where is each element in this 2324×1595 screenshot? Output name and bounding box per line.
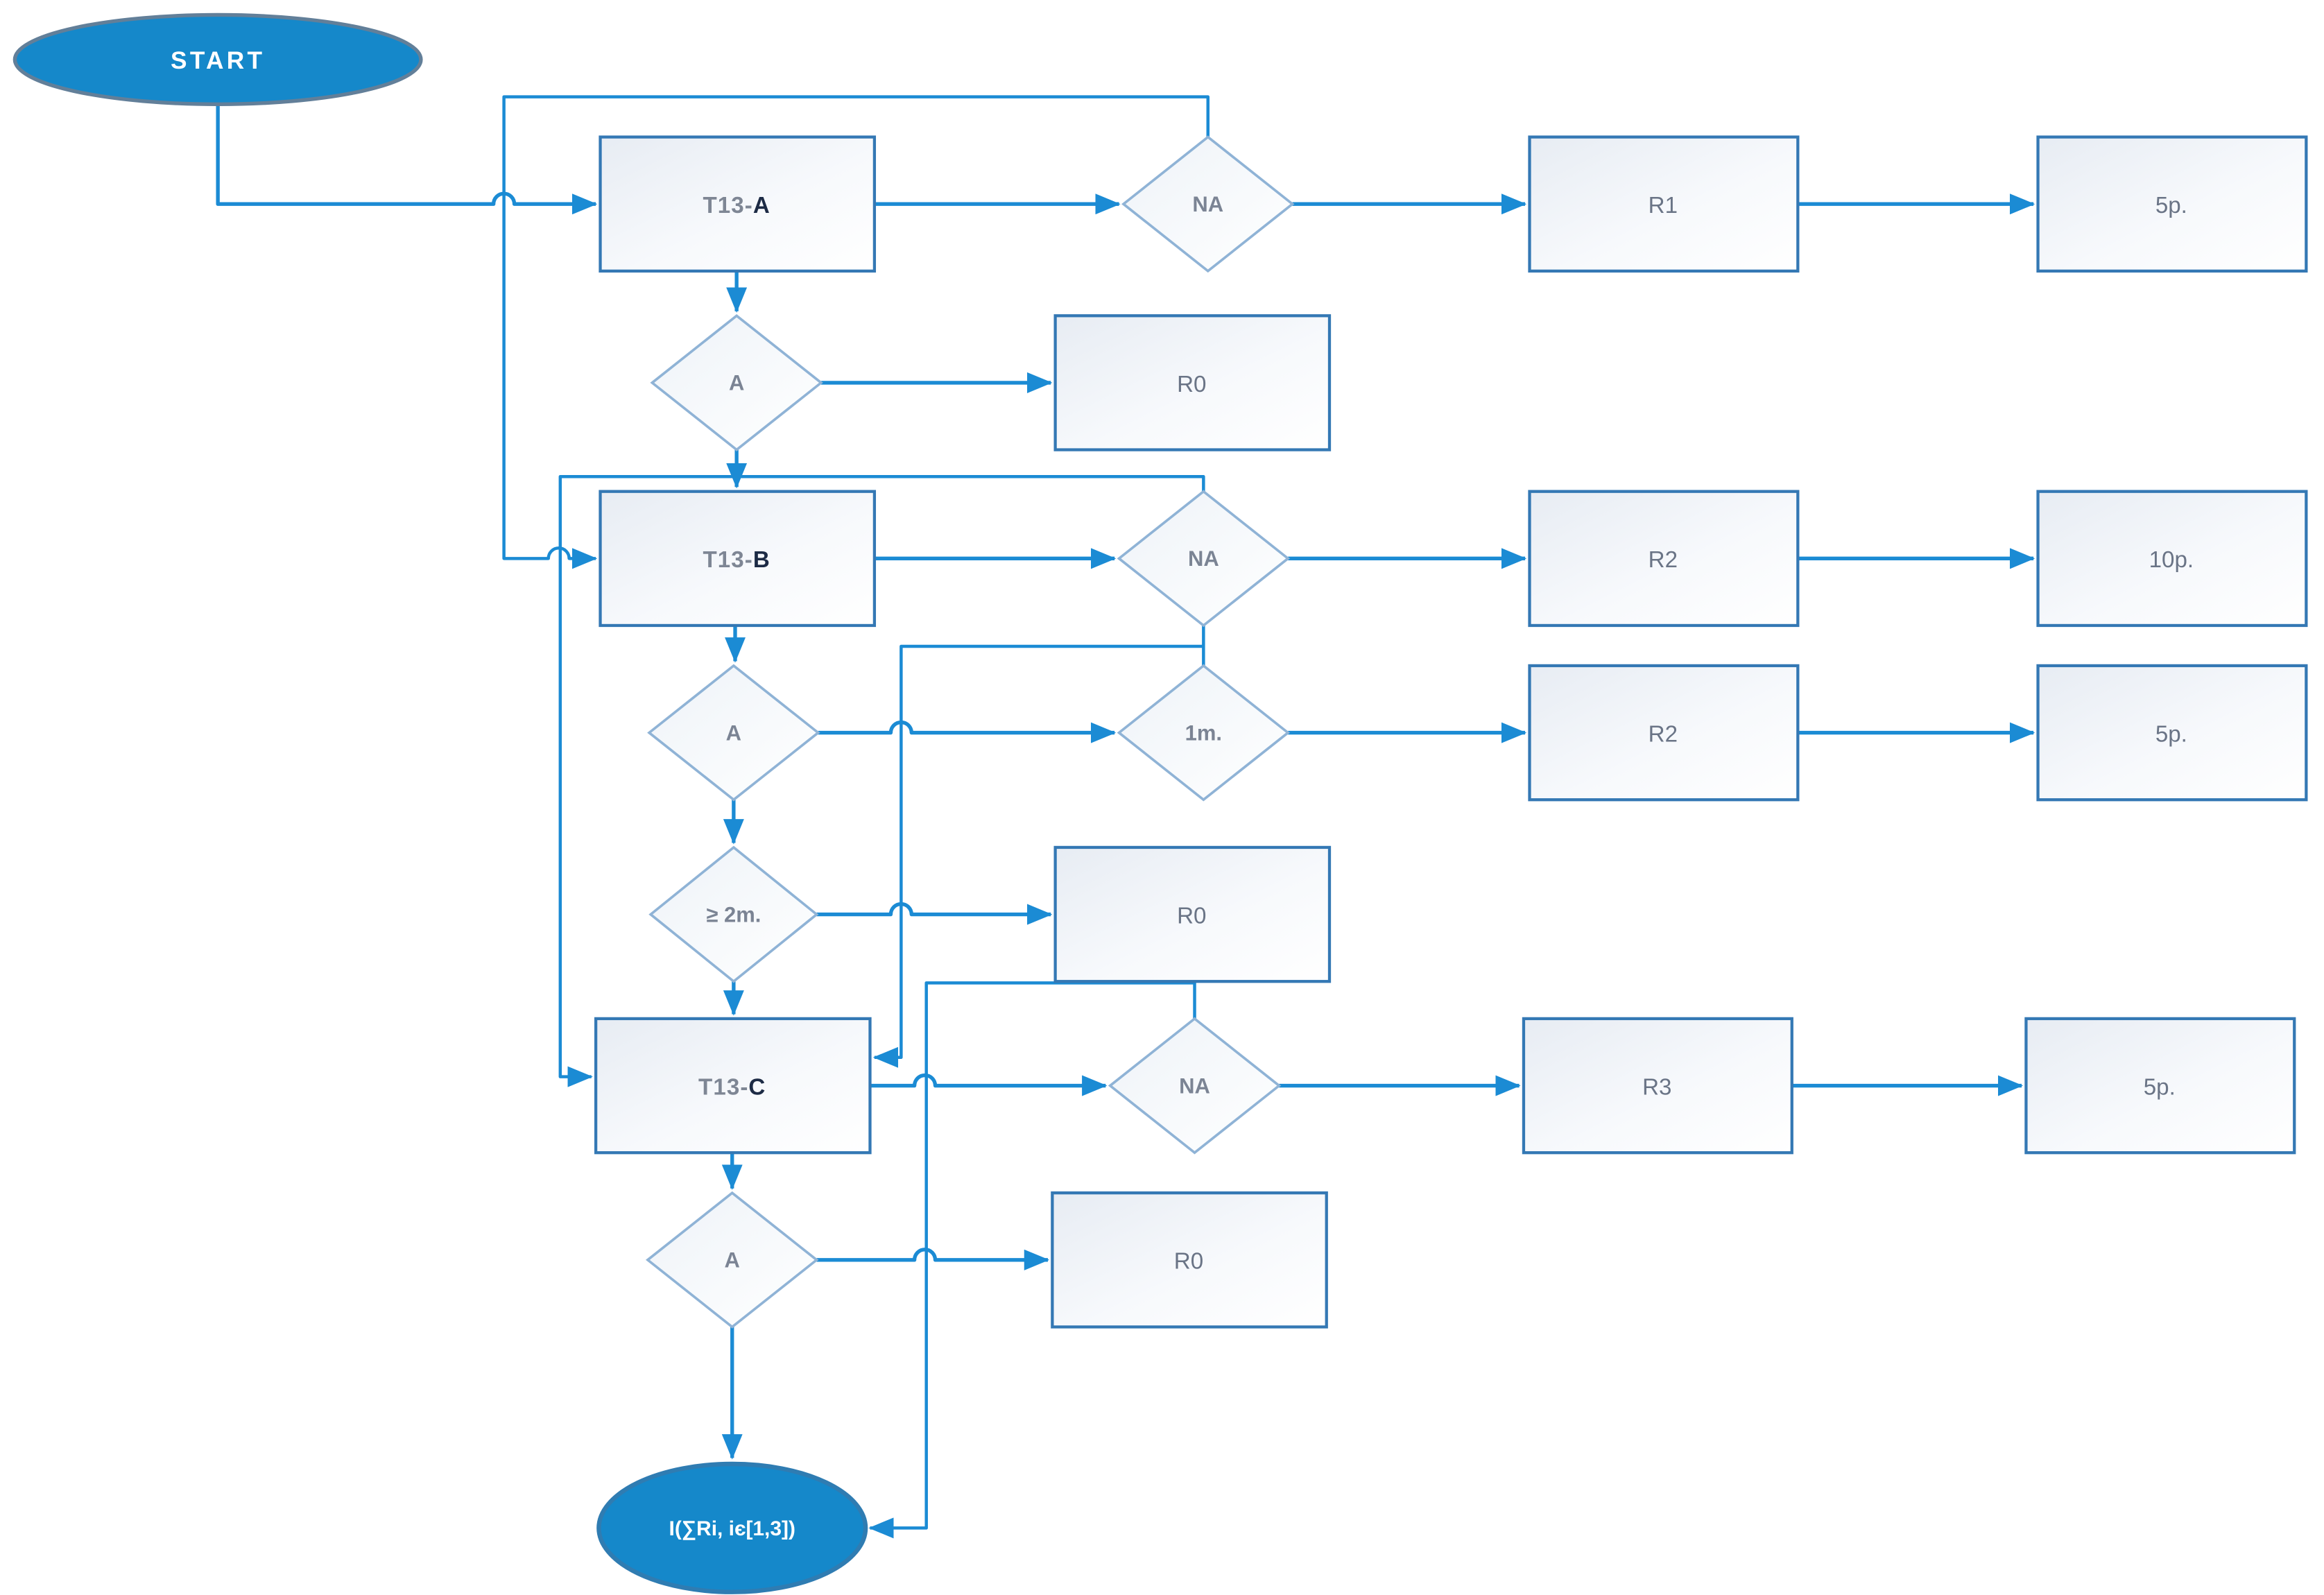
- m1-decision-shape: [1117, 664, 1291, 802]
- edges: [216, 95, 2035, 1539]
- a2-decision-shape: [647, 664, 820, 802]
- r0b-label: R0: [1177, 903, 1206, 929]
- na1-decision-shape: [1121, 135, 1295, 273]
- r0a-process-shape: [1053, 314, 1332, 451]
- na1-label: NA: [1192, 192, 1223, 216]
- node-t13b: T13-B: [599, 490, 877, 628]
- r3-label: R3: [1642, 1074, 1671, 1100]
- end-terminator-shape: [596, 1461, 868, 1594]
- a3-decision-shape: [645, 1191, 819, 1329]
- node-p10: 10p.: [2036, 490, 2308, 628]
- node-start: START: [12, 12, 423, 107]
- node-na3: NA: [1108, 1017, 1282, 1155]
- r2b-process-shape: [1528, 664, 1800, 802]
- edge-a2-m1: [818, 720, 1117, 743]
- edge-na2-t13c-inner-loop: [872, 644, 1204, 1068]
- edge-t13c-na3: [870, 1073, 1108, 1096]
- edge-m2-r0b: [816, 902, 1053, 925]
- r2a-label: R2: [1649, 547, 1678, 573]
- na3-decision-shape: [1108, 1017, 1282, 1155]
- p5b-process-shape: [2036, 664, 2308, 802]
- node-m2: ≥ 2m.: [648, 845, 819, 983]
- r0b-process-shape: [1053, 845, 1332, 983]
- r0a-label: R0: [1177, 372, 1206, 397]
- r3-process-shape: [1522, 1017, 1793, 1155]
- node-na1: NA: [1121, 135, 1295, 273]
- r1-process-shape: [1528, 135, 1800, 273]
- p5a-process-shape: [2036, 135, 2308, 273]
- node-p5b: 5p.: [2036, 664, 2308, 802]
- node-a3: A: [645, 1191, 819, 1329]
- t13c-label: T13-C: [698, 1074, 766, 1100]
- node-r0a: R0: [1053, 314, 1332, 451]
- t13a-process-shape: [599, 135, 877, 273]
- node-na2: NA: [1117, 490, 1291, 628]
- a1-label: A: [729, 371, 744, 395]
- a1-decision-shape: [650, 313, 823, 451]
- node-m1: 1m.: [1117, 664, 1291, 802]
- r1-label: R1: [1649, 193, 1678, 218]
- na2-label: NA: [1188, 546, 1219, 571]
- node-r2b: R2: [1528, 664, 1800, 802]
- node-r0b: R0: [1053, 845, 1332, 983]
- p5a-label: 5p.: [2155, 193, 2187, 218]
- node-end: I(∑Ri, iє[1,3]): [596, 1461, 868, 1594]
- start-terminator-shape: [12, 12, 423, 107]
- edge-start-t13a: [216, 104, 598, 215]
- p5c-label: 5p.: [2144, 1074, 2176, 1100]
- node-r1: R1: [1528, 135, 1800, 273]
- node-p5c: 5p.: [2024, 1017, 2296, 1155]
- node-r2a: R2: [1528, 490, 1800, 628]
- start-label: START: [171, 47, 265, 74]
- node-t13c: T13-C: [594, 1017, 872, 1155]
- t13c-process-shape: [594, 1017, 872, 1155]
- t13b-label: T13-B: [703, 547, 770, 573]
- p5c-process-shape: [2024, 1017, 2296, 1155]
- m2-decision-shape: [648, 845, 819, 983]
- t13b-process-shape: [599, 490, 877, 628]
- m2-label: ≥ 2m.: [706, 902, 761, 926]
- r2a-process-shape: [1528, 490, 1800, 628]
- m1-label: 1m.: [1185, 721, 1222, 745]
- node-t13a: T13-A: [599, 135, 877, 273]
- node-a2: A: [647, 664, 820, 802]
- node-r3: R3: [1522, 1017, 1793, 1155]
- end-label: I(∑Ri, iє[1,3]): [669, 1517, 795, 1540]
- node-a1: A: [650, 313, 823, 451]
- edge-na3-end-loop: [868, 981, 1196, 1539]
- node-p5a: 5p.: [2036, 135, 2308, 273]
- p5b-label: 5p.: [2155, 721, 2187, 747]
- a2-label: A: [726, 721, 741, 745]
- a3-label: A: [725, 1248, 740, 1272]
- r0c-process-shape: [1051, 1191, 1328, 1329]
- nodes: START T13-A NA R1 5p. A R0: [12, 12, 2308, 1594]
- edge-na2-t13c-loop: [558, 474, 1205, 1087]
- edge-na1-t13b-loop: [502, 95, 1210, 569]
- r2b-label: R2: [1649, 721, 1678, 747]
- na2-decision-shape: [1117, 490, 1291, 628]
- na3-label: NA: [1179, 1074, 1210, 1098]
- p10-process-shape: [2036, 490, 2308, 628]
- p10-label: 10p.: [2149, 547, 2194, 573]
- r0c-label: R0: [1174, 1249, 1203, 1275]
- edge-a3-r0c: [816, 1248, 1050, 1270]
- node-r0c: R0: [1051, 1191, 1328, 1329]
- t13a-label: T13-A: [703, 193, 770, 218]
